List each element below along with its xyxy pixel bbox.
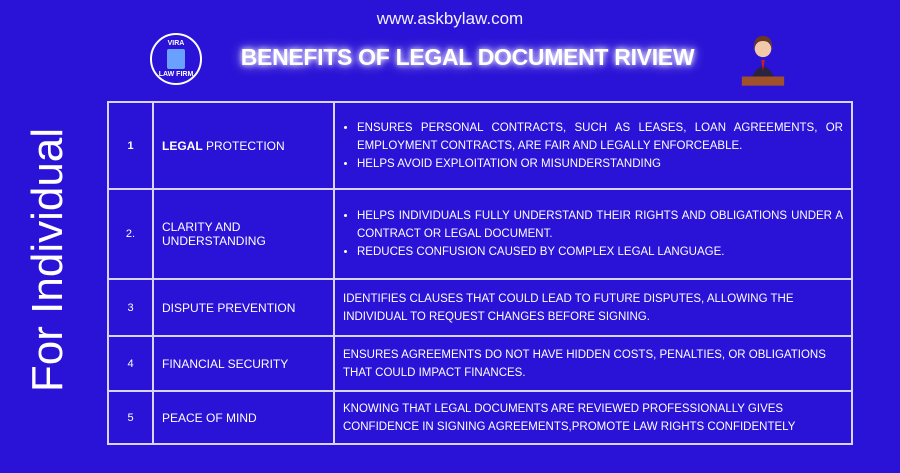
benefit-description: KNOWING THAT LEGAL DOCUMENTS ARE REVIEWE… [333, 390, 853, 445]
bullet-item: HELPS INDIVIDUALS FULLY UNDERSTAND THEIR… [357, 207, 843, 243]
row-number: 5 [107, 390, 154, 445]
table-row: 5 PEACE OF MIND KNOWING THAT LEGAL DOCUM… [107, 390, 853, 445]
benefit-name: DISPUTE PREVENTION [152, 278, 335, 337]
logo-text-bottom: LAW FIRM [158, 71, 194, 78]
row-number: 1 [107, 101, 154, 190]
bullet-item: HELPS AVOID EXPLOITATION OR MISUNDERSTAN… [357, 155, 843, 173]
table-row: 1 LEGAL PROTECTION ENSURES PERSONAL CONT… [107, 101, 853, 190]
benefit-name: LEGAL PROTECTION [152, 101, 335, 190]
benefit-description: HELPS INDIVIDUALS FULLY UNDERSTAND THEIR… [333, 188, 853, 280]
table-row: 4 FINANCIAL SECURITY ENSURES AGREEMENTS … [107, 335, 853, 392]
logo-text-top: VIRA [167, 40, 185, 47]
table-row: 2. CLARITY AND UNDERSTANDING HELPS INDIV… [107, 188, 853, 280]
benefit-description: ENSURES AGREEMENTS DO NOT HAVE HIDDEN CO… [333, 335, 853, 392]
benefits-table: 1 LEGAL PROTECTION ENSURES PERSONAL CONT… [107, 101, 853, 445]
benefit-name: CLARITY AND UNDERSTANDING [152, 188, 335, 280]
logo-portrait [167, 49, 185, 69]
benefit-name: FINANCIAL SECURITY [152, 335, 335, 392]
row-number: 2. [107, 188, 154, 280]
lawyer-illustration [741, 36, 785, 86]
row-number: 3 [107, 278, 154, 337]
page-title: BENEFITS OF LEGAL DOCUMENT RIVIEW [240, 44, 695, 70]
table-row: 3 DISPUTE PREVENTION IDENTIFIES CLAUSES … [107, 278, 853, 337]
benefit-name: PEACE OF MIND [152, 390, 335, 445]
bullet-item: ENSURES PERSONAL CONTRACTS, SUCH AS LEAS… [357, 119, 843, 155]
benefit-description: IDENTIFIES CLAUSES THAT COULD LEAD TO FU… [333, 278, 853, 337]
website-url: www.askbylaw.com [376, 9, 524, 28]
benefit-description: ENSURES PERSONAL CONTRACTS, SUCH AS LEAS… [333, 101, 853, 190]
law-firm-logo: VIRA LAW FIRM [150, 33, 202, 85]
row-number: 4 [107, 335, 154, 392]
bullet-item: REDUCES CONFUSION CAUSED BY COMPLEX LEGA… [357, 243, 843, 261]
side-label: For Individual [23, 127, 72, 393]
